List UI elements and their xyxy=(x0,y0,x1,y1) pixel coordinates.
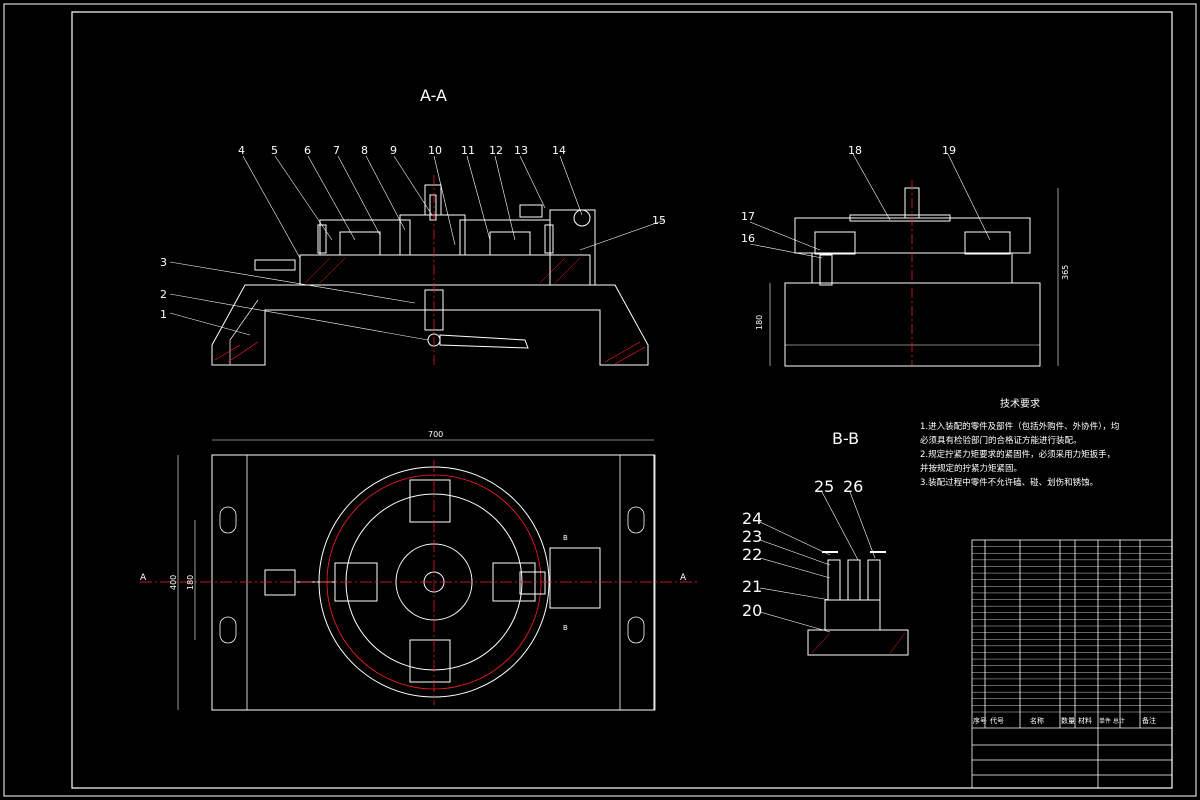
header-remark: 备注 xyxy=(1142,716,1156,725)
balloons-side: 16 17 18 19 xyxy=(741,144,956,245)
section-bb-title: B-B xyxy=(832,429,859,448)
plan-view xyxy=(140,439,700,711)
header-qty: 数量 xyxy=(1061,716,1075,725)
balloon-11: 11 xyxy=(461,144,475,157)
balloon-22: 22 xyxy=(742,545,762,564)
balloons-bb: 20 21 22 23 24 25 26 xyxy=(742,477,863,620)
balloon-3: 3 xyxy=(160,256,167,269)
parts-list-header: 序号 代号 名称 数量 材料 单件 总计 备注 xyxy=(973,716,1156,725)
side-view xyxy=(769,180,1059,367)
section-aa-view xyxy=(211,175,649,366)
balloon-8: 8 xyxy=(361,144,368,157)
balloon-1: 1 xyxy=(160,308,167,321)
balloon-24: 24 xyxy=(742,509,762,528)
tech-req-title: 技术要求 xyxy=(1000,399,1040,410)
balloon-16: 16 xyxy=(741,232,755,245)
header-code: 代号 xyxy=(990,716,1004,725)
header-no: 序号 xyxy=(973,716,987,725)
balloon-12: 12 xyxy=(489,144,503,157)
header-material: 材料 xyxy=(1078,716,1092,725)
balloon-2: 2 xyxy=(160,288,167,301)
dim-side-total: 365 xyxy=(1061,265,1070,280)
leaders-bb xyxy=(759,491,876,633)
tech-req-item-1: 1.进入装配的零件及部件（包括外购件、外协件），均必须具有检验部门的合格证方能进… xyxy=(920,422,1120,446)
balloon-15: 15 xyxy=(652,214,666,227)
balloons-aa: 1 2 3 4 5 6 7 8 9 10 11 12 13 14 15 xyxy=(160,144,666,321)
leaders-side xyxy=(749,153,991,259)
tech-req-item-3: 3.装配过程中零件不允许磕、碰、划伤和锈蚀。 xyxy=(920,478,1099,488)
balloon-23: 23 xyxy=(742,527,762,546)
balloon-4: 4 xyxy=(238,144,245,157)
balloon-6: 6 xyxy=(304,144,311,157)
dim-plan-slot: 180 xyxy=(186,575,195,590)
section-aa-title: A-A xyxy=(420,86,447,105)
header-weight: 单件 总计 xyxy=(1099,717,1125,725)
cut-marker-b-top: B xyxy=(563,534,568,542)
balloon-5: 5 xyxy=(271,144,278,157)
balloon-13: 13 xyxy=(514,144,528,157)
dim-side-height: 180 xyxy=(755,315,764,330)
balloon-19: 19 xyxy=(942,144,956,157)
balloon-17: 17 xyxy=(741,210,755,223)
balloon-9: 9 xyxy=(390,144,397,157)
dim-plan-height: 400 xyxy=(169,575,178,590)
balloon-26: 26 xyxy=(843,477,863,496)
tech-req-item-2: 2.规定拧紧力矩要求的紧固件，必须采用力矩扳手，并按规定的拧紧力矩紧固。 xyxy=(920,450,1116,474)
header-name: 名称 xyxy=(1030,716,1044,725)
parts-list xyxy=(971,539,1173,789)
balloon-14: 14 xyxy=(552,144,566,157)
sheet-border xyxy=(3,3,1197,797)
balloon-7: 7 xyxy=(333,144,340,157)
cut-marker-left: A xyxy=(140,573,147,583)
cut-marker-right: A xyxy=(680,573,687,583)
technical-requirements: 技术要求 1.进入装配的零件及部件（包括外购件、外协件），均必须具有检验部门的合… xyxy=(920,398,1120,490)
dim-plan-width: 700 xyxy=(428,430,443,439)
balloon-10: 10 xyxy=(428,144,442,157)
balloon-21: 21 xyxy=(742,577,762,596)
balloon-20: 20 xyxy=(742,601,762,620)
balloon-25: 25 xyxy=(814,477,834,496)
drawing-frame xyxy=(71,11,1173,789)
cut-marker-b-bottom: B xyxy=(563,624,568,632)
leaders-aa xyxy=(169,155,666,341)
balloon-18: 18 xyxy=(848,144,862,157)
section-bb-view xyxy=(807,551,909,656)
